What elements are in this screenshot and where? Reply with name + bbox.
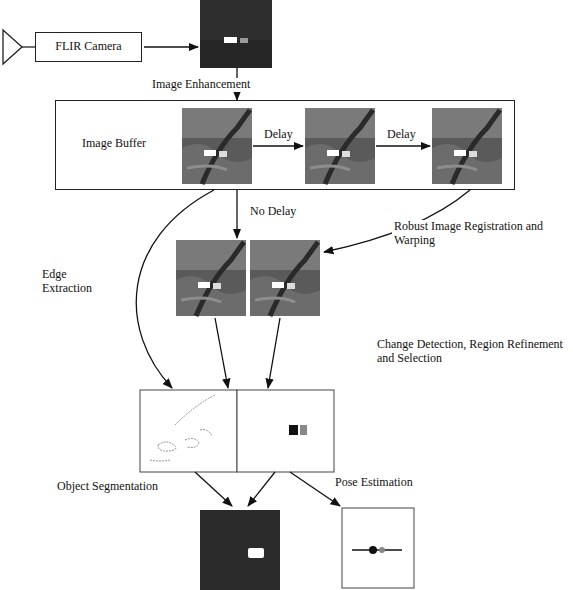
step-label: Image Enhancement	[150, 78, 252, 92]
current-frame	[176, 240, 246, 316]
camera-box: FLIR Camera	[35, 32, 142, 62]
warped-frame	[250, 240, 320, 316]
flow-arrow	[144, 46, 198, 47]
raw-frame	[200, 0, 272, 68]
step-label: Edge Extraction	[40, 268, 106, 296]
buffer-frame	[305, 108, 375, 184]
buffer-frame	[432, 108, 502, 184]
node-text: Image Buffer	[82, 137, 146, 151]
flow-arrow	[195, 472, 232, 506]
buffer-frame	[182, 108, 252, 184]
edge-panel	[140, 390, 237, 472]
step-label: Object Segmentation	[55, 480, 160, 494]
step-label: Change Detection, Region Refinement and …	[375, 338, 573, 366]
flow-arrow	[248, 472, 275, 506]
delay-label: Delay	[262, 128, 295, 142]
segmentation-result	[200, 510, 280, 590]
lens-wire	[22, 46, 35, 47]
edge-arrow	[136, 190, 214, 388]
flow-arrow	[215, 318, 228, 388]
flow-arrow	[268, 318, 280, 388]
delay-arrow	[253, 145, 303, 146]
buffer-band: Image Buffer	[55, 100, 515, 190]
step-label: Pose Estimation	[333, 476, 415, 490]
delay-arrow	[376, 145, 430, 146]
step-label: Robust Image Registration and Warping	[392, 220, 566, 248]
step-label: No Delay	[248, 205, 298, 219]
delay-label: Delay	[385, 128, 418, 142]
flow-arrow	[236, 190, 237, 238]
change-panel	[237, 390, 334, 472]
camera-lens	[3, 30, 22, 64]
pose-result	[342, 508, 414, 588]
node-text: FLIR Camera	[55, 40, 121, 54]
